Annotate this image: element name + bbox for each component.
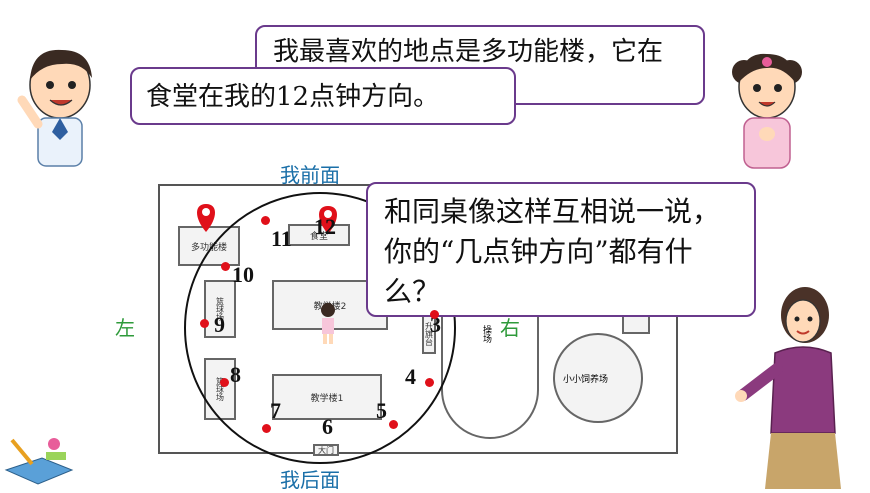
back-label: 我后面 bbox=[280, 468, 340, 492]
clock-dot-11 bbox=[261, 216, 270, 225]
clock-number-7: 7 bbox=[270, 398, 281, 423]
flagpole-stage: 升旗台 bbox=[422, 314, 436, 354]
clock-dot-9 bbox=[200, 319, 209, 328]
gate: 大门 bbox=[313, 444, 339, 456]
clock-circle bbox=[184, 192, 456, 464]
basketball-court-1: 篮球场 bbox=[204, 280, 236, 338]
right-label: 右 bbox=[500, 316, 520, 340]
clock-number-5: 5 bbox=[376, 398, 387, 423]
girl-figure-center bbox=[321, 303, 335, 344]
boy-speech-text: 食堂在我的12点钟方向。 bbox=[146, 82, 440, 112]
clock-dot-7 bbox=[262, 424, 271, 433]
clock-number-10: 10 bbox=[232, 262, 254, 287]
playground-track bbox=[441, 299, 539, 439]
teacher-illustration bbox=[735, 287, 841, 489]
canteen: 食堂 bbox=[288, 224, 350, 246]
clock-number-4: 4 bbox=[405, 364, 416, 389]
playground-label: 操场 bbox=[481, 325, 491, 343]
farm-circle bbox=[553, 333, 643, 423]
clock-number-9: 9 bbox=[214, 312, 225, 337]
multi-building: 多功能楼 bbox=[178, 226, 240, 266]
teaching-building-1: 教学楼1 bbox=[272, 374, 382, 420]
left-label: 左 bbox=[115, 316, 135, 340]
teacher-speech-bubble: 和同桌像这样互相说一说，你的“几点钟方向”都有什么？ bbox=[366, 182, 756, 317]
clock-dot-8 bbox=[220, 378, 229, 387]
teacher-speech-text: 和同桌像这样互相说一说，你的“几点钟方向”都有什么？ bbox=[384, 195, 721, 308]
clock-dot-5 bbox=[389, 420, 398, 429]
clock-number-11: 11 bbox=[271, 226, 292, 251]
clock-dot-4 bbox=[425, 378, 434, 387]
clock-number-12: 12 bbox=[314, 214, 336, 239]
farm-label: 小小饲养场 bbox=[563, 375, 609, 385]
location-pin-canteen bbox=[319, 206, 337, 234]
stationery-illustration bbox=[4, 438, 74, 485]
clock-number-3: 3 bbox=[430, 312, 441, 337]
clock-number-6: 6 bbox=[322, 414, 333, 439]
clock-dot-10 bbox=[221, 262, 230, 271]
location-pin-multi-building bbox=[197, 204, 215, 232]
clock-number-8: 8 bbox=[230, 362, 241, 387]
boy-speech-bubble: 食堂在我的12点钟方向。 bbox=[130, 67, 516, 125]
girl-speech-bubble: 我最喜欢的地点是多功能楼，它在我的11点钟方向。 bbox=[255, 25, 705, 105]
girl-illustration bbox=[732, 53, 802, 169]
boy-illustration bbox=[17, 49, 92, 167]
front-label: 我前面 bbox=[280, 163, 340, 187]
basketball-court-2: 篮球场 bbox=[204, 358, 236, 420]
clock-dot-3 bbox=[430, 310, 439, 319]
